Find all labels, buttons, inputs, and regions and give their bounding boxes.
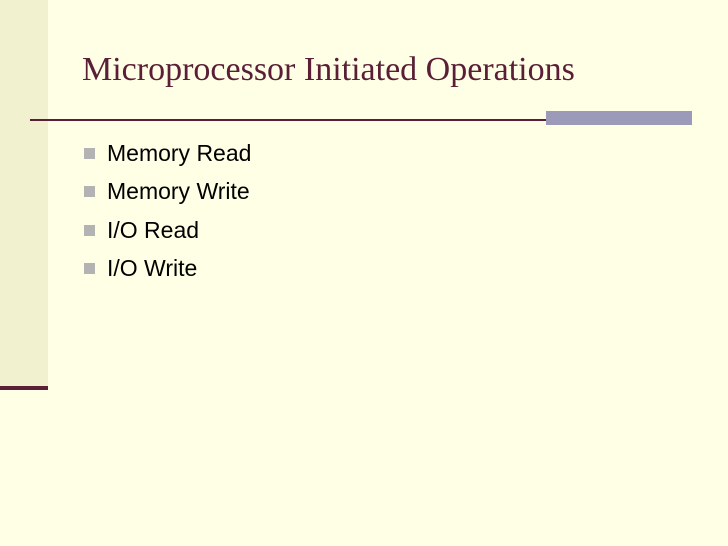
square-bullet-icon (84, 186, 95, 198)
bullet-text: I/O Read (107, 216, 200, 243)
slide-title: Microprocessor Initiated Operations (82, 51, 575, 88)
bullet-item: I/O Read (84, 211, 251, 250)
bullet-item: Memory Write (84, 173, 251, 212)
square-bullet-icon (84, 263, 95, 275)
bullet-text: I/O Write (107, 255, 198, 282)
left-side-band (0, 0, 48, 386)
title-accent-block (546, 111, 692, 125)
square-bullet-icon (84, 147, 95, 159)
bullet-item: I/O Write (84, 250, 251, 289)
bullet-text: Memory Read (107, 139, 252, 166)
bullet-text: Memory Write (107, 178, 250, 205)
square-bullet-icon (84, 224, 95, 236)
bullet-item: Memory Read (84, 134, 251, 173)
left-band-rule (0, 386, 48, 390)
bullet-list: Memory Read Memory Write I/O Read I/O Wr… (84, 134, 251, 288)
title-divider-line (30, 119, 692, 121)
